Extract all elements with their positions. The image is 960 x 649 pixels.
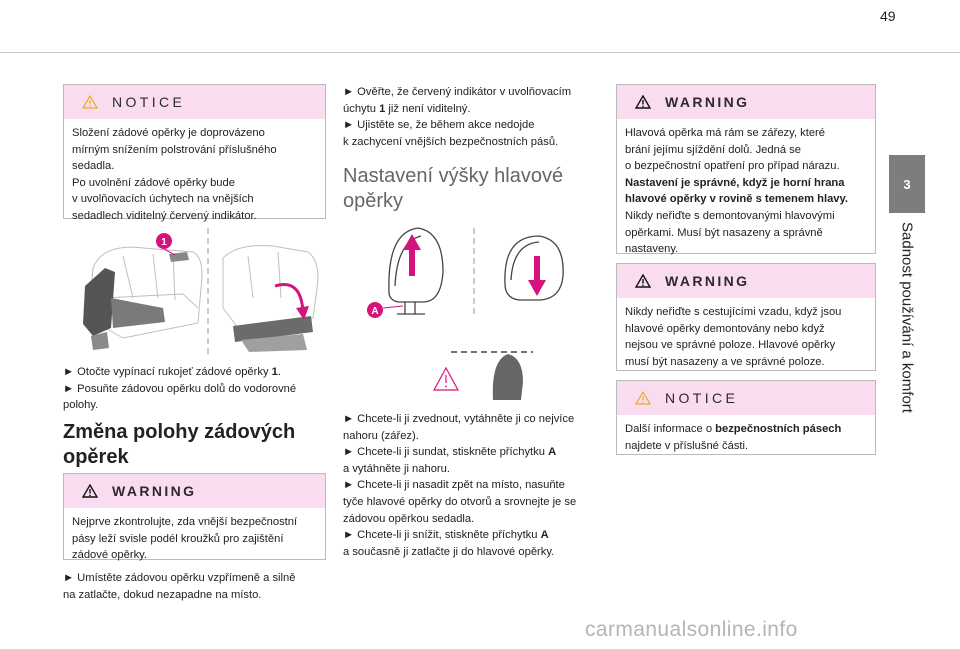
step-line: a vytáhněte ji nahoru. bbox=[343, 462, 450, 475]
notice-header: NOTICE bbox=[617, 381, 875, 415]
text-line: opěrkami. Musí být nasazeny a správně bbox=[625, 226, 823, 239]
notice-body: Další informace o bezpečnostních pásech … bbox=[617, 415, 875, 462]
warning-header: WARNING bbox=[617, 264, 875, 298]
caution-triangle-icon bbox=[82, 95, 98, 109]
text-line: Složení zádové opěrky je doprovázeno bbox=[72, 127, 265, 139]
step-line: k zachycení vnějších bezpečnostních pásů… bbox=[343, 135, 559, 148]
step-line: ► Chcete-li ji sundat, stiskněte příchyt… bbox=[343, 446, 557, 459]
text-line: Nejprve zkontrolujte, zda vnější bezpečn… bbox=[72, 516, 298, 528]
step-line: úchytu 1 již není viditelný. bbox=[343, 102, 471, 115]
text-line: nastaveny. bbox=[625, 243, 679, 256]
step-line: nahoru (zářez). bbox=[343, 429, 419, 442]
warning-triangle-icon bbox=[635, 95, 651, 109]
text-line: najdete v příslušné části. bbox=[625, 439, 749, 452]
callout-a-label: A bbox=[371, 306, 378, 317]
warning-box-belts: WARNING Nejprve zkontrolujte, zda vnější… bbox=[63, 473, 326, 561]
step-line: ► Umístěte zádovou opěrku vzpřímeně a si… bbox=[63, 572, 296, 584]
step-line: ► Ujistěte se, že během akce nedojde bbox=[343, 119, 535, 132]
text-line: Další informace o bezpečnostních pásech bbox=[625, 423, 842, 435]
warning-title: WARNING bbox=[665, 273, 750, 289]
text-line: hlavové opěrky demontovány nebo když bbox=[625, 322, 825, 335]
warning-header: WARNING bbox=[617, 85, 875, 119]
caution-triangle-icon bbox=[635, 391, 651, 405]
callout-1-label: 1 bbox=[161, 237, 167, 248]
seat-fold-steps: ► Otočte vypínací rukojeť zádové opěrky … bbox=[63, 364, 326, 414]
text-line: Nikdy neřiďte s demontovanými hlavovými bbox=[625, 209, 835, 222]
backrest-check-steps: ► Ověřte, že červený indikátor v uvolňov… bbox=[343, 84, 603, 150]
headrest-steps: ► Chcete-li ji zvednout, vytáhněte ji co… bbox=[343, 411, 603, 560]
text-line: hlavové opěrky v rovině s temenem hlavy. bbox=[625, 193, 849, 206]
notice-header: NOTICE bbox=[64, 85, 325, 119]
callout-1-icon bbox=[156, 233, 172, 249]
step-line: ► Posuňte zádovou opěrku dolů do vodorov… bbox=[63, 382, 297, 395]
notice-body: Složení zádové opěrky je doprovázeno mír… bbox=[64, 119, 325, 233]
callout-a-icon bbox=[367, 302, 383, 318]
headrest-illustration: A bbox=[367, 227, 564, 400]
warning-box-headrest: WARNING Hlavová opěrka má rám se zářezy,… bbox=[616, 84, 876, 255]
step-line: a současně ji zatlačte ji do hlavové opě… bbox=[343, 545, 555, 558]
warning-body: Nejprve zkontrolujte, zda vnější bezpečn… bbox=[64, 508, 325, 572]
text-line: o bezpečnostní opatření pro případ náraz… bbox=[625, 160, 840, 173]
text-line: Hlavová opěrka má rám se zářezy, které bbox=[625, 127, 825, 139]
notice-title: NOTICE bbox=[112, 94, 186, 110]
text-line: mírným snížením polstrování příslušného bbox=[72, 143, 277, 156]
warning-triangle-icon bbox=[82, 484, 98, 498]
step-line: ► Chcete-li ji nasadit zpět na místo, na… bbox=[343, 479, 565, 492]
warning-body: Nikdy neřiďte s cestujícími vzadu, když … bbox=[617, 298, 875, 378]
step-line: polohy. bbox=[63, 399, 99, 412]
warning-triangle-icon bbox=[635, 274, 651, 288]
text-line: Nastavení je správné, když je horní hran… bbox=[625, 176, 845, 189]
page-number: 49 bbox=[880, 8, 896, 24]
top-divider bbox=[0, 52, 960, 53]
chapter-title: Sadnost používání a komfort bbox=[898, 222, 916, 413]
warning-title: WARNING bbox=[665, 94, 750, 110]
text-line: nejsou ve správné poloze. Hlavové opěrky bbox=[625, 339, 836, 352]
text-line: Po uvolnění zádové opěrky bude bbox=[72, 176, 235, 189]
chapter-tab[interactable]: 3 bbox=[889, 155, 925, 213]
warning-box-passengers: WARNING Nikdy neřiďte s cestujícími vzad… bbox=[616, 263, 876, 371]
text-line: v uvolňovacích úchytech na vnějších bbox=[72, 193, 254, 206]
section-heading-backrest: Změna polohy zádových opěrek bbox=[63, 421, 296, 468]
warning-body: Hlavová opěrka má rám se zářezy, které b… bbox=[617, 119, 875, 266]
text-line: sedadla. bbox=[72, 160, 115, 173]
step-line: ► Chcete-li ji zvednout, vytáhněte ji co… bbox=[343, 413, 575, 425]
notice-box: NOTICE Složení zádové opěrky je doprováz… bbox=[63, 84, 326, 222]
text-line: zádové opěrky. bbox=[72, 549, 148, 562]
step-line: ► Chcete-li ji snížit, stiskněte příchyt… bbox=[343, 529, 549, 542]
rear-seat-illustration: 1 bbox=[83, 228, 319, 358]
text-line: pásy leží svisle podél kroužků pro zajiš… bbox=[72, 532, 284, 545]
section-heading-headrest: Nastavení výšky hlavové opěrky bbox=[343, 165, 564, 212]
step-line: ► Ověřte, že červený indikátor v uvolňov… bbox=[343, 86, 572, 98]
text-line: musí být nasazeny a ve správné poloze. bbox=[625, 355, 825, 368]
step-line: zádovou opěrkou sedadla. bbox=[343, 512, 475, 525]
notice-title: NOTICE bbox=[665, 390, 739, 406]
step-line: tyče hlavové opěrky do otvorů a srovnejt… bbox=[343, 495, 577, 508]
backrest-upright-step: ► Umístěte zádovou opěrku vzpřímeně a si… bbox=[63, 570, 326, 603]
warning-header: WARNING bbox=[64, 474, 325, 508]
notice-box-belts: NOTICE Další informace o bezpečnostních … bbox=[616, 380, 876, 455]
step-line: na zatlačte, dokud nezapadne na místo. bbox=[63, 588, 262, 601]
text-line: brání jejímu sjíždění dolů. Jedná se bbox=[625, 143, 801, 156]
watermark: carmanualsonline.info bbox=[585, 618, 798, 641]
text-line: sedadlech viditelný červený indikátor. bbox=[72, 209, 257, 222]
warning-title: WARNING bbox=[112, 483, 197, 499]
step-line: ► Otočte vypínací rukojeť zádové opěrky … bbox=[63, 366, 282, 378]
text-line: Nikdy neřiďte s cestujícími vzadu, když … bbox=[625, 306, 842, 318]
